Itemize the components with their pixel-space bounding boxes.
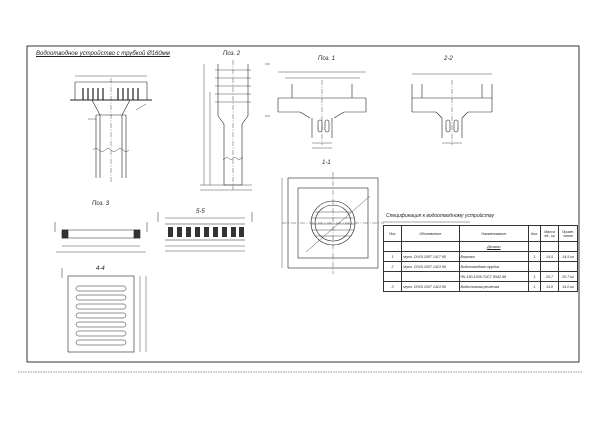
spec-cell-note: 20.7 кг <box>558 271 578 282</box>
view-title-sec22: 2-2 <box>444 56 453 62</box>
spec-cell-pos: 2 <box>383 261 402 272</box>
spec-cell-qty: 1 <box>528 251 542 262</box>
spec-cell-qty <box>528 261 542 272</box>
spec-cell-pos <box>383 271 402 282</box>
spec-cell-designation: черт. СН15.1007 1413 95 <box>400 281 460 292</box>
spec-cell-name: Водосливная решетка <box>458 281 530 292</box>
spec-cell-mass: 14.0 <box>540 281 559 292</box>
spec-cell-note: 14.5 кг <box>558 251 578 262</box>
spec-cell-name: Водоотводная трубка <box>458 261 530 272</box>
view-title-sec11: 1-1 <box>322 160 331 166</box>
spec-header-pos: Поз. <box>383 225 402 242</box>
sec22-view <box>411 73 493 145</box>
view-title-pos2: Поз. 2 <box>223 51 241 57</box>
spec-cell-mass <box>540 261 559 272</box>
spec-header-designation: Обозначение <box>400 225 460 242</box>
spec-cell-name: ПК-150-1005 ГОСТ 8942-98 <box>458 271 530 282</box>
spec-section-label: Детали <box>458 241 530 252</box>
spec-cell-designation: черт. СН15.1007 1417 95 <box>400 251 460 262</box>
spec-cell-mass: 20.7 <box>540 271 559 282</box>
view-title-sec44: 4-4 <box>96 266 105 272</box>
view-title-pos3: Поз. 3 <box>92 201 110 207</box>
sheet-title: Водоотводное устройство с трубкой Ø160мм <box>36 51 170 57</box>
view-title-sec55: 5-5 <box>196 209 205 215</box>
spec-cell-name: Воронка <box>458 251 530 262</box>
spec-cell-qty: 1 <box>528 271 542 282</box>
spec-cell-mass: 14.5 <box>540 251 559 262</box>
table-row: 1 черт. СН15.1007 1417 95 Воронка 1 14.5… <box>383 251 578 262</box>
table-row: ПК-150-1005 ГОСТ 8942-98 1 20.7 20.7 кг <box>383 271 578 282</box>
sec44-view <box>61 268 147 353</box>
spec-cell-designation: черт. СН15.1007 1413 95 <box>400 261 460 272</box>
spec-title: Спецификация к водоотводному устройству <box>386 213 495 219</box>
spec-header-name: Наименование <box>458 225 530 242</box>
spec-cell-note <box>558 261 578 272</box>
pos1-view <box>265 63 367 149</box>
pos2-view <box>200 60 252 191</box>
assembly-hatch-ribs <box>82 88 139 100</box>
spec-cell-pos: 1 <box>383 251 402 262</box>
spec-cell-note: 14.0 кг <box>558 281 578 292</box>
spec-header-mass: Масса ед., кг <box>540 225 559 242</box>
spec-cell-designation <box>400 271 460 282</box>
spec-table: Поз. Обозначение Наименование Кол. Масса… <box>383 225 578 292</box>
spec-header-note: Приме-чание <box>558 225 578 242</box>
assembly-view <box>70 75 152 182</box>
spec-cell-qty: 1 <box>528 281 542 292</box>
table-row: 3 черт. СН15.1007 1413 95 Водосливная ре… <box>383 281 578 292</box>
drawing-frame <box>26 45 580 363</box>
sec55-view <box>157 212 253 252</box>
table-row: 2 черт. СН15.1007 1413 95 Водоотводная т… <box>383 261 578 272</box>
sec55-bar-sections <box>168 227 244 237</box>
pos3-view <box>54 222 148 253</box>
spec-cell-pos: 3 <box>383 281 402 292</box>
view-title-pos1: Поз. 1 <box>318 56 336 62</box>
spec-header-qty: Кол. <box>528 225 542 242</box>
sec11-view <box>281 172 384 274</box>
